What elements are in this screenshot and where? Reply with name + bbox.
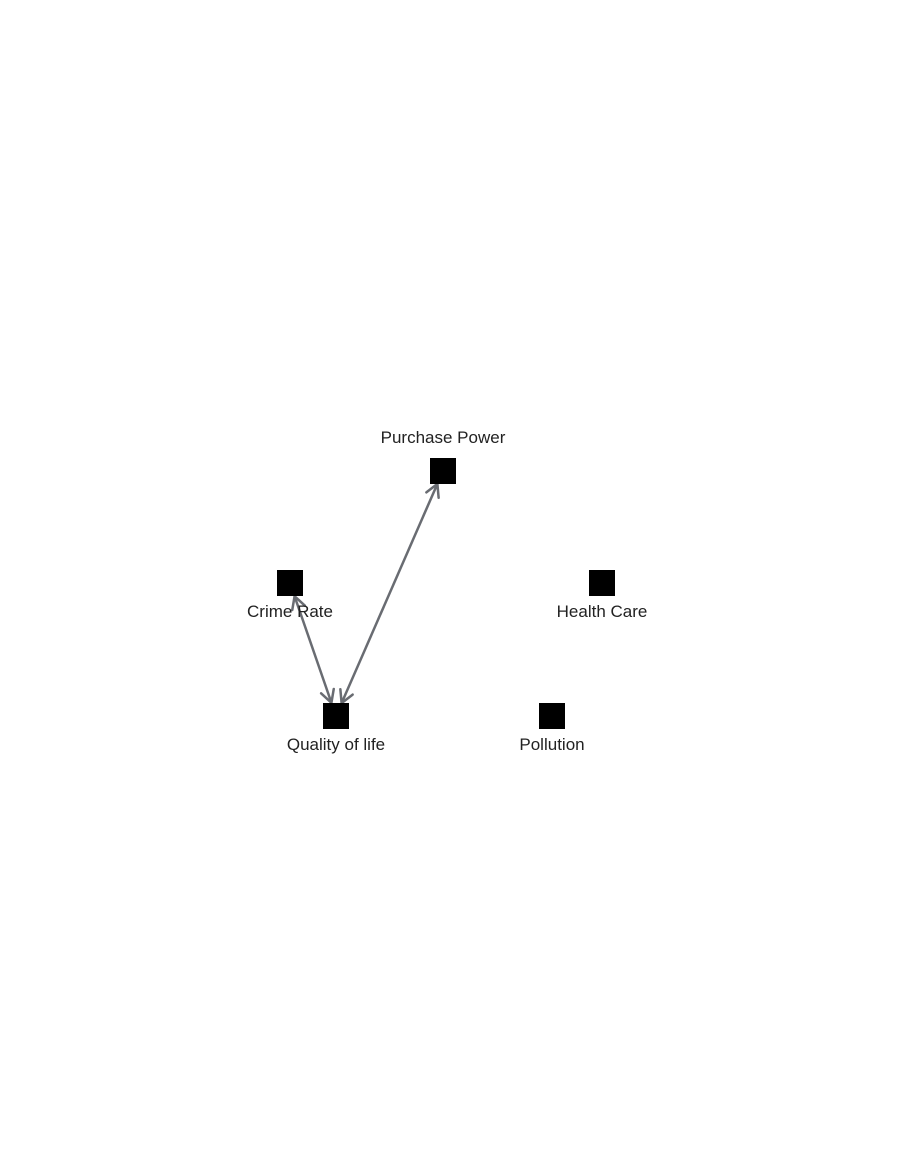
edge-quality-of-life-to-crime-rate[interactable] xyxy=(290,594,336,705)
node-label: Purchase Power xyxy=(381,428,506,447)
node-health-care[interactable]: Health Care xyxy=(557,570,648,621)
node-square[interactable] xyxy=(430,458,456,484)
arrowhead-icon xyxy=(290,594,307,612)
node-purchase-power[interactable]: Purchase Power xyxy=(381,428,506,484)
node-label: Health Care xyxy=(557,602,648,621)
edge-quality-of-life-to-purchase-power[interactable] xyxy=(339,482,440,705)
node-square[interactable] xyxy=(277,570,303,596)
edge-line[interactable] xyxy=(293,595,333,704)
node-quality-of-life[interactable]: Quality of life xyxy=(287,703,385,754)
edges-layer xyxy=(290,482,440,705)
arrowhead-icon xyxy=(319,687,336,705)
node-label: Quality of life xyxy=(287,735,385,754)
node-square[interactable] xyxy=(539,703,565,729)
node-label: Crime Rate xyxy=(247,602,333,621)
node-label: Pollution xyxy=(519,735,584,754)
edge-line[interactable] xyxy=(340,483,439,704)
node-square[interactable] xyxy=(589,570,615,596)
node-pollution[interactable]: Pollution xyxy=(519,703,585,754)
node-crime-rate[interactable]: Crime Rate xyxy=(247,570,333,621)
node-square[interactable] xyxy=(323,703,349,729)
